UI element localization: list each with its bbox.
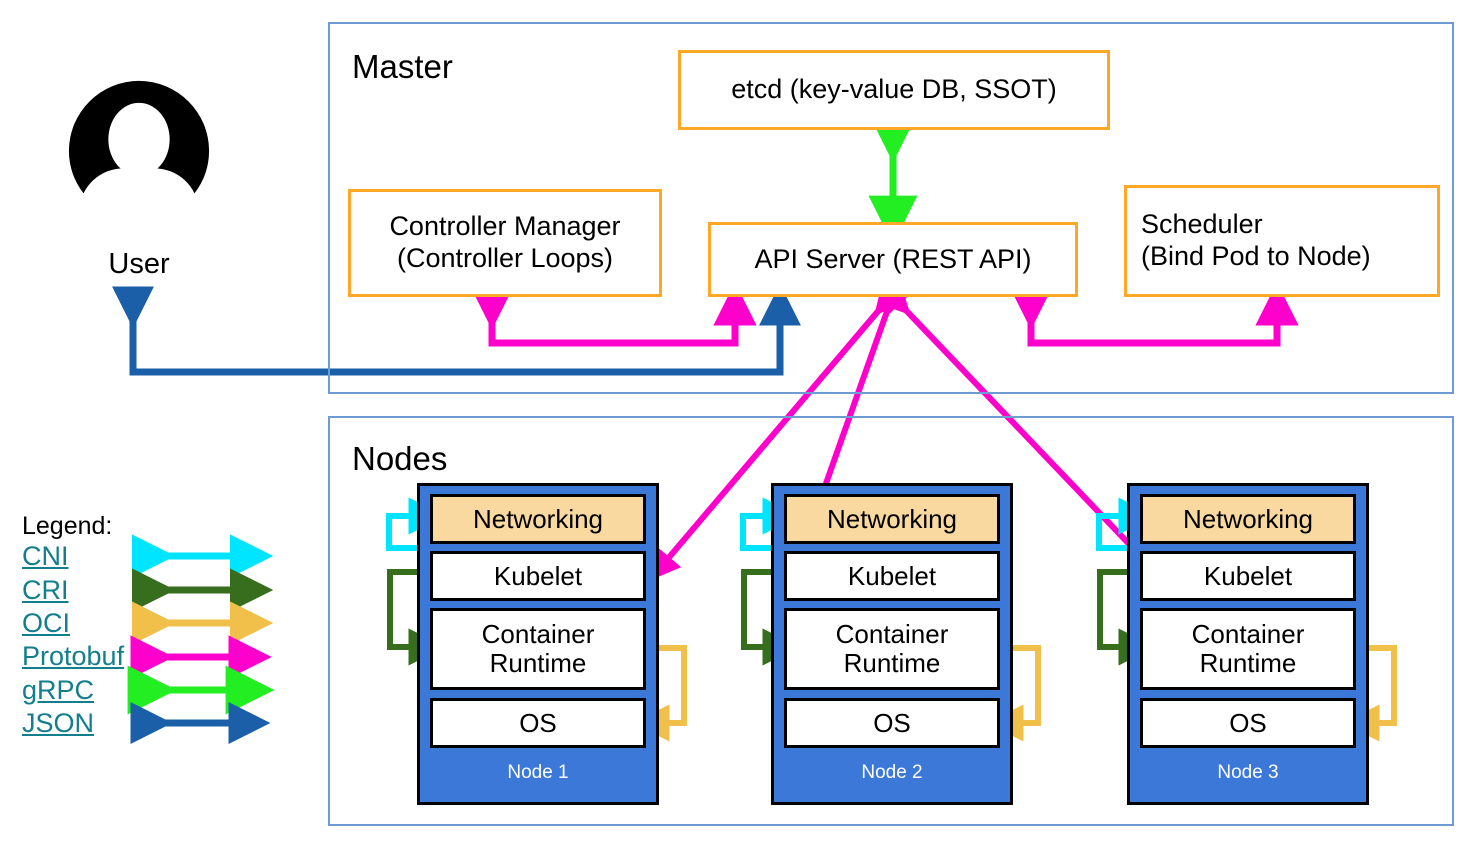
scheduler-label-line2: (Bind Pod to Node) [1141, 241, 1371, 271]
controller-manager-label-line1: Controller Manager [389, 211, 621, 242]
user-label: User [108, 248, 170, 280]
controller-manager-box[interactable]: Controller Manager (Controller Loops) [348, 189, 662, 297]
node-2-networking[interactable]: Networking [784, 494, 1000, 544]
node-2-runtime-line1: Container [835, 619, 949, 650]
node-1-runtime-line2: Runtime [489, 648, 587, 678]
api-server-label: API Server (REST API) [754, 243, 1032, 274]
api-server-box[interactable]: API Server (REST API) [708, 222, 1078, 297]
node-3-os[interactable]: OS [1140, 698, 1356, 748]
node-1-runtime-line1: Container [481, 619, 595, 650]
node-2[interactable]: Networking Kubelet Container Runtime OS … [771, 483, 1013, 805]
legend-item-grpc[interactable]: gRPC [22, 675, 95, 705]
master-panel-title: Master [352, 48, 453, 85]
user-avatar-icon [66, 78, 212, 224]
legend-item-protobuf[interactable]: Protobuf [22, 641, 125, 671]
nodes-panel-title: Nodes [352, 440, 448, 477]
node-3-container-runtime[interactable]: Container Runtime [1140, 608, 1356, 690]
node-3-runtime-line2: Runtime [1199, 648, 1297, 678]
node-1-networking[interactable]: Networking [430, 494, 646, 544]
node-1[interactable]: Networking Kubelet Container Runtime OS … [417, 483, 659, 805]
scheduler-box[interactable]: Scheduler (Bind Pod to Node) [1124, 185, 1440, 297]
node-2-kubelet[interactable]: Kubelet [784, 551, 1000, 601]
node-2-os[interactable]: OS [784, 698, 1000, 748]
node-2-label: Node 2 [861, 762, 923, 783]
node-3-label: Node 3 [1217, 762, 1279, 783]
node-2-runtime-line2: Runtime [843, 648, 941, 678]
node-2-container-runtime[interactable]: Container Runtime [784, 608, 1000, 690]
controller-manager-label-line2: (Controller Loops) [396, 243, 614, 273]
scheduler-label-line1: Scheduler [1141, 209, 1263, 240]
legend-item-json[interactable]: JSON [22, 708, 95, 738]
nodes-panel [328, 416, 1454, 826]
master-panel [328, 22, 1454, 394]
node-1-container-runtime[interactable]: Container Runtime [430, 608, 646, 690]
etcd-box[interactable]: etcd (key-value DB, SSOT) [678, 50, 1110, 130]
legend-item-cri[interactable]: CRI [22, 575, 69, 605]
legend-item-cni[interactable]: CNI [22, 541, 69, 571]
node-1-kubelet[interactable]: Kubelet [430, 551, 646, 601]
legend-item-oci[interactable]: OCI [22, 608, 71, 638]
node-3[interactable]: Networking Kubelet Container Runtime OS … [1127, 483, 1369, 805]
legend-title: Legend: [22, 512, 113, 540]
node-1-os[interactable]: OS [430, 698, 646, 748]
node-1-label: Node 1 [507, 762, 569, 783]
node-3-kubelet[interactable]: Kubelet [1140, 551, 1356, 601]
node-3-networking[interactable]: Networking [1140, 494, 1356, 544]
node-3-runtime-line1: Container [1191, 619, 1305, 650]
etcd-label: etcd (key-value DB, SSOT) [731, 74, 1057, 105]
